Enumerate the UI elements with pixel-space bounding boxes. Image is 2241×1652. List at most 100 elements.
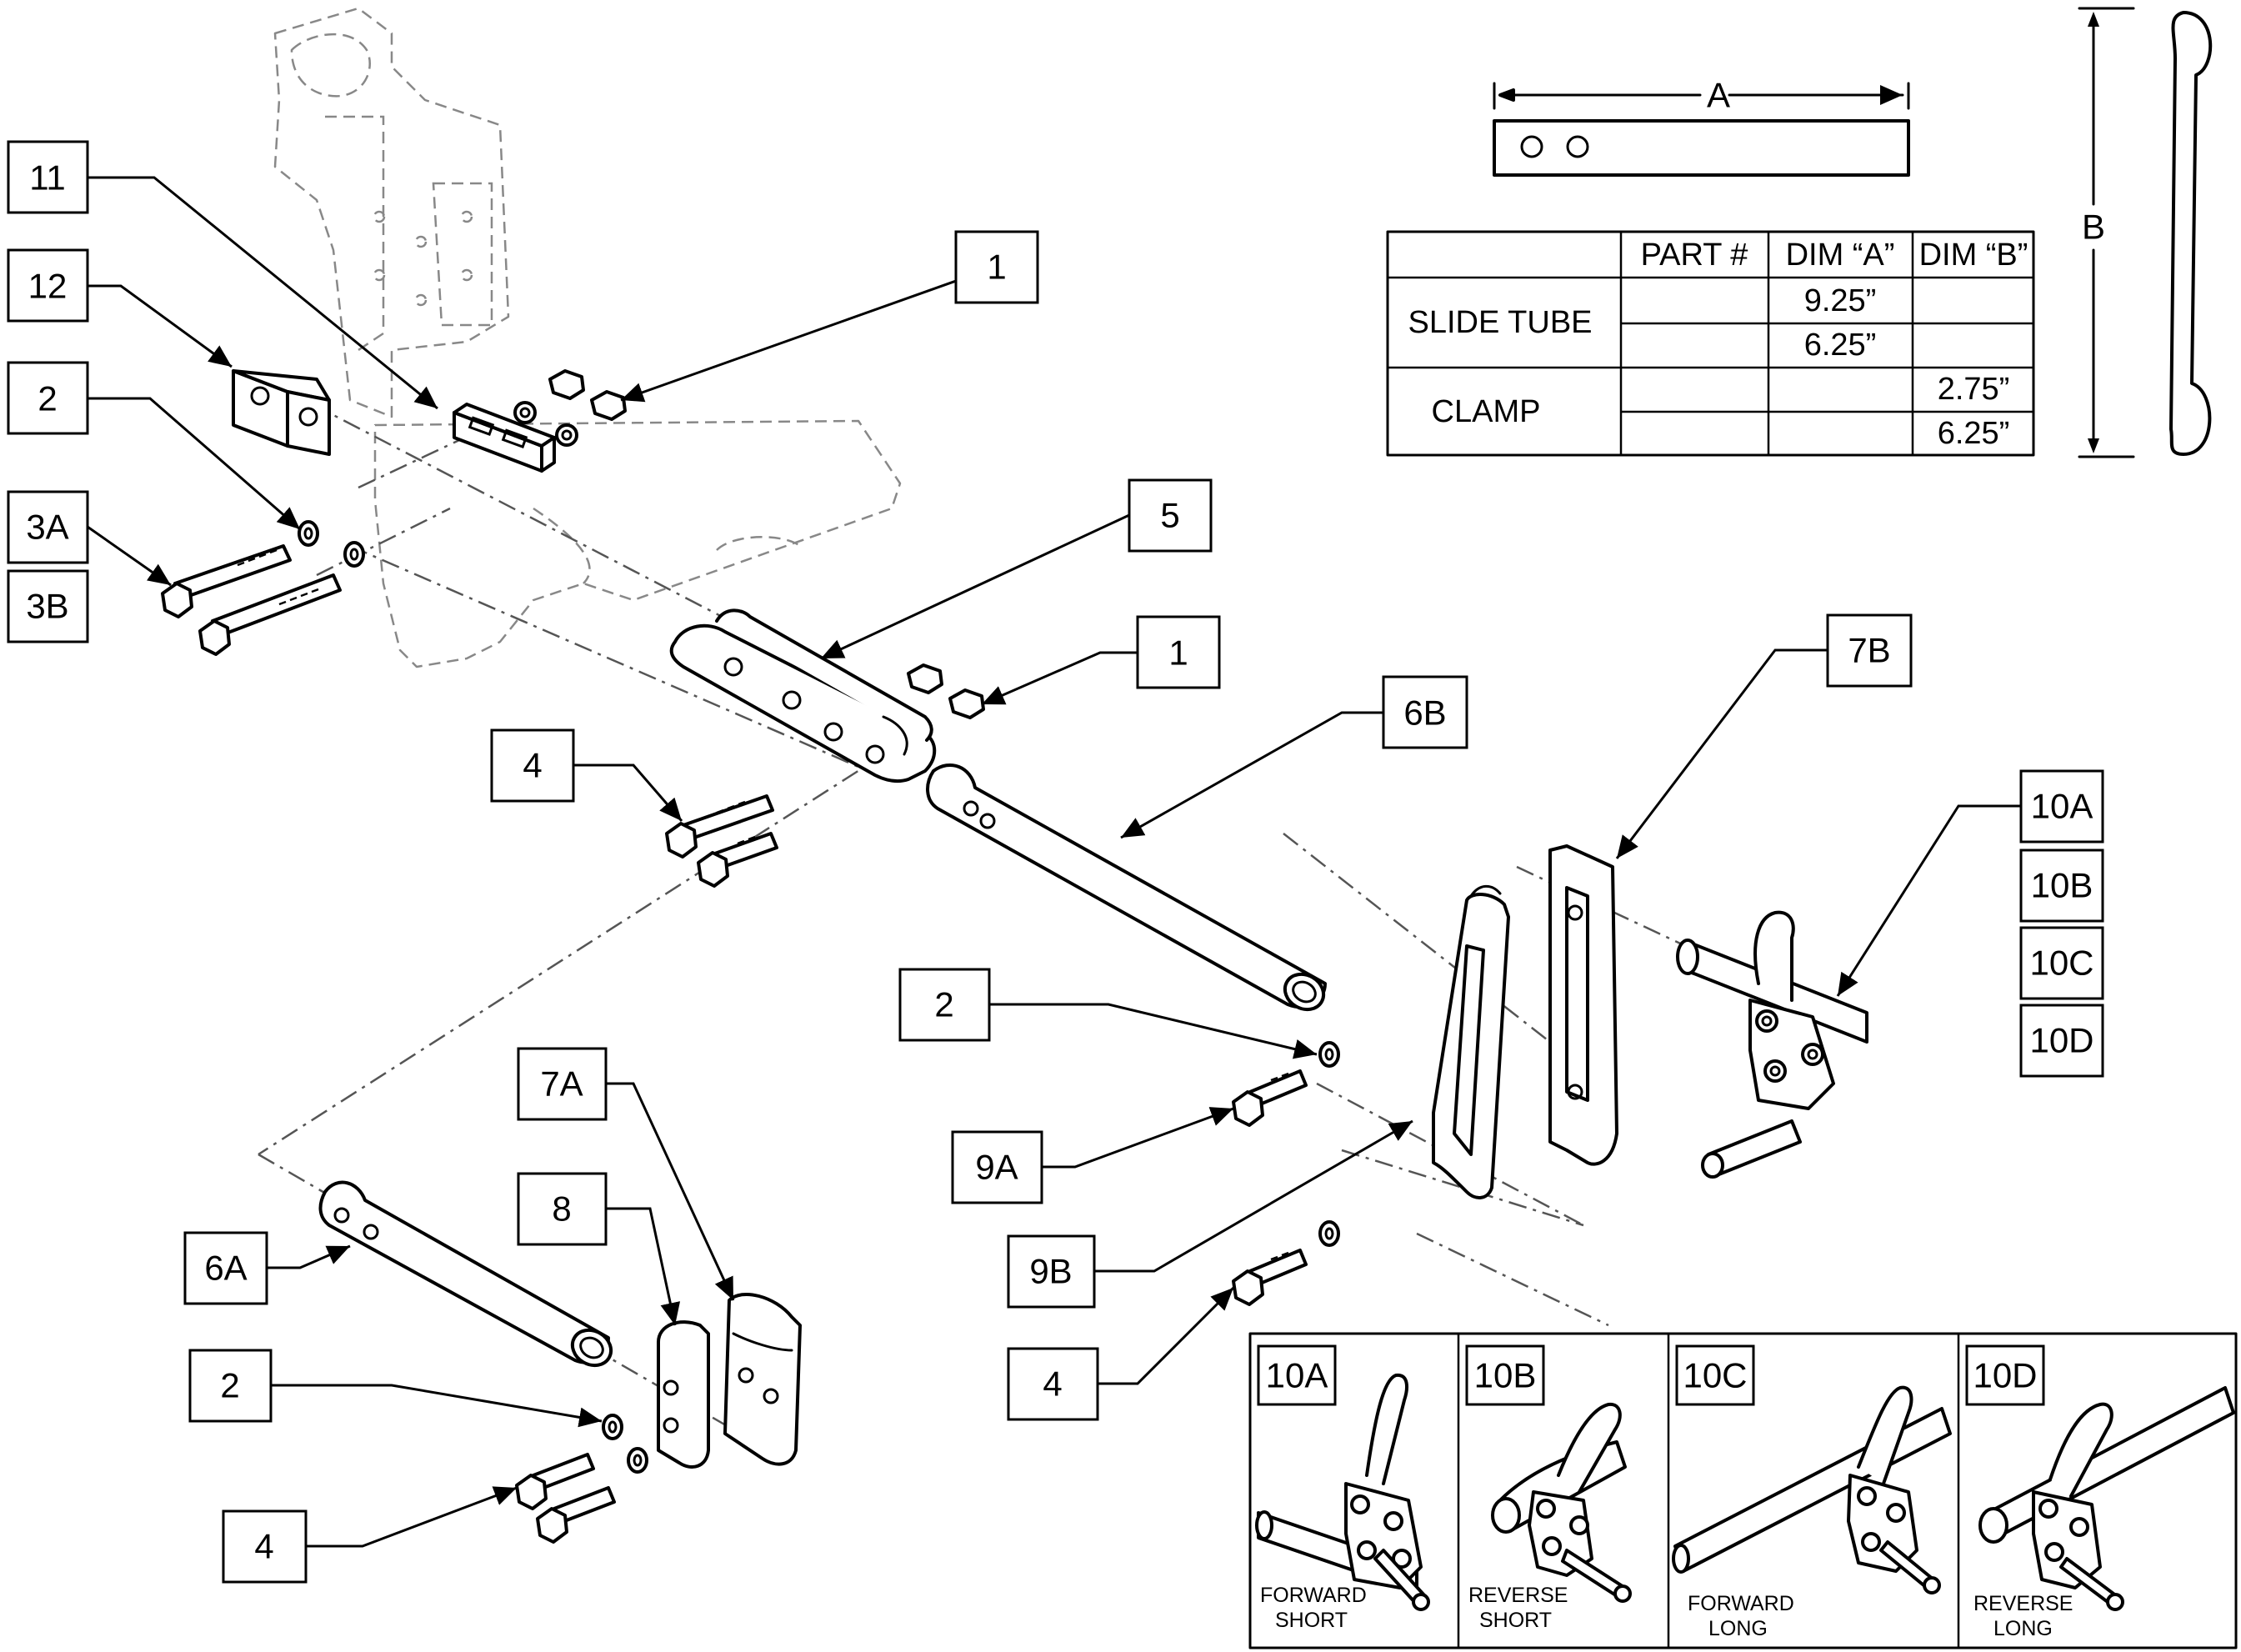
hex-nuts-part-1-lower bbox=[907, 663, 985, 719]
variant-10b-label-box bbox=[1465, 1344, 1545, 1406]
bracket-part-5 bbox=[669, 608, 937, 783]
clamp-plate-part-11 bbox=[453, 403, 556, 473]
bolts-part-4-upper bbox=[665, 794, 778, 888]
callout-10d: 10D bbox=[2029, 1021, 2093, 1060]
slide-tube-part-6a bbox=[318, 1180, 613, 1368]
table-header-part: PART # bbox=[1641, 238, 1748, 273]
callout-2a: 2 bbox=[38, 379, 57, 418]
callout-9b: 9B bbox=[1029, 1252, 1072, 1291]
table-cell: 6.25” bbox=[1804, 328, 1877, 363]
dimension-a-label: A bbox=[1707, 76, 1730, 115]
callout-11: 11 bbox=[29, 158, 66, 198]
clamp-part-7a bbox=[723, 1292, 802, 1466]
variant-10c-label-box bbox=[1675, 1344, 1755, 1406]
callout-box-3b bbox=[7, 569, 89, 643]
table-group-clamp: CLAMP bbox=[1432, 394, 1541, 429]
variant-10b-caption-line1: REVERSE bbox=[1468, 1584, 1568, 1607]
ghost-frame-plate bbox=[373, 419, 902, 668]
slide-tube-part-6b bbox=[926, 763, 1327, 1012]
callout-4c: 4 bbox=[254, 1527, 273, 1566]
callout-box-1a bbox=[954, 230, 1039, 304]
dimension-b-drawing bbox=[2078, 7, 2213, 458]
callout-box-10b bbox=[2019, 849, 2104, 923]
variant-10d-caption-line2: LONG bbox=[1993, 1617, 2053, 1640]
callout-box-9a bbox=[517, 1172, 608, 1246]
callout-4a: 4 bbox=[523, 746, 542, 785]
block-part-12 bbox=[232, 369, 331, 456]
callout-7b: 7B bbox=[1848, 631, 1890, 670]
callout-box-3a bbox=[7, 490, 89, 564]
callout-1b: 1 bbox=[1168, 633, 1188, 673]
callout-box-10d bbox=[2019, 1004, 2104, 1078]
variant-10b-drawing bbox=[1491, 1402, 1632, 1603]
callout-box-2c bbox=[188, 1349, 273, 1423]
callout-box-9b bbox=[1007, 1234, 1096, 1309]
callout-box-12 bbox=[7, 248, 89, 323]
callout-box-7b bbox=[1826, 613, 1913, 688]
bolt-part-4-right bbox=[1232, 1249, 1308, 1306]
parts-table bbox=[1386, 230, 2035, 457]
variant-10c-caption-line2: LONG bbox=[1708, 1617, 1768, 1640]
callout-box-10a bbox=[2019, 769, 2104, 844]
callout-10c: 10C bbox=[2029, 944, 2093, 983]
bolts-part-3 bbox=[161, 544, 342, 656]
callout-box-4b bbox=[1007, 1347, 1099, 1421]
hex-nuts-part-1-upper bbox=[513, 369, 627, 447]
variant-10a-drawing bbox=[1255, 1373, 1430, 1611]
dimension-a-drawing bbox=[1493, 82, 1910, 177]
callout-9a: 8 bbox=[552, 1189, 571, 1229]
variant-10a-label-box bbox=[1257, 1344, 1337, 1406]
variant-10c-label: 10C bbox=[1683, 1356, 1747, 1395]
leader-lines bbox=[87, 176, 2021, 1548]
callout-5: 5 bbox=[1160, 496, 1179, 535]
washers-part-2-upper bbox=[298, 520, 365, 568]
callout-2c: 2 bbox=[220, 1366, 239, 1405]
callout-box-11 bbox=[7, 140, 89, 214]
callout-box-6a bbox=[183, 1231, 268, 1305]
table-header-dim-a: DIM “A” bbox=[1786, 238, 1895, 273]
callout-8: 9A bbox=[975, 1148, 1018, 1187]
callout-12: 12 bbox=[28, 267, 68, 306]
bolt-part-8 bbox=[1232, 1069, 1308, 1127]
table-header-dim-b: DIM “B” bbox=[1919, 238, 2028, 273]
callout-3b: 3B bbox=[26, 587, 68, 626]
variant-10c-drawing bbox=[1672, 1385, 1952, 1594]
callout-10a: 10A bbox=[2031, 787, 2093, 826]
variant-10d-caption-line1: REVERSE bbox=[1973, 1592, 2073, 1615]
table-cell: 9.25” bbox=[1804, 283, 1877, 318]
callout-box-1b bbox=[1136, 615, 1221, 689]
callout-box-5 bbox=[1128, 478, 1213, 553]
callout-7a: 7A bbox=[540, 1064, 583, 1104]
variant-10d-label: 10D bbox=[1973, 1356, 2037, 1395]
variant-10a-caption-line1: FORWARD bbox=[1260, 1584, 1367, 1607]
callout-box-8 bbox=[951, 1130, 1043, 1204]
variant-10b-label: 10B bbox=[1474, 1356, 1537, 1395]
toggle-clamp-part-10 bbox=[1676, 910, 1868, 1179]
callout-2b: 2 bbox=[934, 985, 953, 1024]
table-cell: 6.25” bbox=[1938, 416, 2010, 451]
variant-10d-drawing bbox=[1978, 1386, 2235, 1611]
callout-box-7a bbox=[517, 1047, 608, 1121]
callout-box-4c bbox=[222, 1509, 308, 1584]
variant-10d-label-box bbox=[1965, 1344, 2045, 1406]
callout-3a: 3A bbox=[26, 508, 68, 547]
ghost-frame-bracket bbox=[273, 7, 510, 418]
callout-4b: 4 bbox=[1043, 1364, 1062, 1404]
variant-10b-caption-line2: SHORT bbox=[1479, 1609, 1552, 1632]
callout-1a: 1 bbox=[987, 248, 1006, 287]
washer-part-2-right bbox=[1318, 1220, 1340, 1247]
clamp-part-9b bbox=[1432, 884, 1510, 1199]
callout-box-6b bbox=[1382, 675, 1468, 749]
callout-10b: 10B bbox=[2031, 866, 2093, 905]
dimension-b-label: B bbox=[2082, 208, 2105, 247]
clamp-part-9a bbox=[657, 1320, 710, 1469]
variant-10c-caption-line1: FORWARD bbox=[1688, 1592, 1794, 1615]
table-cell: 2.75” bbox=[1938, 372, 2010, 407]
callout-box-10c bbox=[2019, 926, 2104, 1000]
washers-part-2-lower bbox=[602, 1414, 648, 1474]
bolts-part-4-lower bbox=[515, 1453, 616, 1544]
callout-box-4a bbox=[490, 728, 575, 803]
callout-box-2b bbox=[898, 968, 991, 1042]
variant-10a-label: 10A bbox=[1266, 1356, 1328, 1395]
